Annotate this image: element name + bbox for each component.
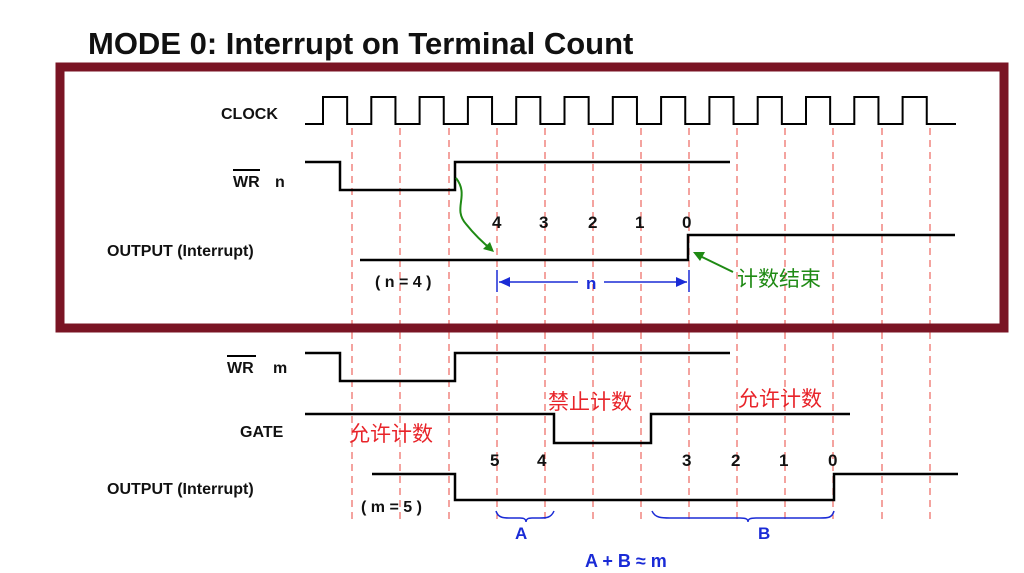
top-count-3: 3 xyxy=(539,213,548,232)
wr-n-label-var: n xyxy=(275,174,285,191)
top-count-1: 1 xyxy=(635,213,644,232)
n-span-arrow-right xyxy=(676,277,687,287)
end-arrow-line xyxy=(699,255,734,273)
gate-forbid-note: 禁止计数 xyxy=(548,390,632,414)
bottom-count-0: 0 xyxy=(828,451,837,470)
m-note: ( m = 5 ) xyxy=(361,499,422,516)
bottom-output-label: OUTPUT (Interrupt) xyxy=(107,481,254,498)
top-output-label: OUTPUT (Interrupt) xyxy=(107,243,254,260)
bottom-count-5: 5 xyxy=(490,451,499,470)
n-note: ( n = 4 ) xyxy=(375,274,431,291)
top-count-4: 4 xyxy=(492,213,502,232)
load-arrow-head xyxy=(483,242,494,252)
gate-allow-note-2: 允许计数 xyxy=(738,387,822,411)
gate-label: GATE xyxy=(240,424,284,441)
gate-waveform xyxy=(305,412,850,445)
n-span-arrow-left xyxy=(499,277,510,287)
brace-b xyxy=(651,510,835,523)
top-panel-frame xyxy=(55,62,1009,333)
top-output-waveform xyxy=(360,233,955,262)
wr-n-label-bar: WR xyxy=(233,174,260,191)
end-arrow-head xyxy=(693,252,705,261)
equation: A + B ≈ m xyxy=(585,551,667,571)
wr-m-waveform xyxy=(305,351,730,383)
top-count-2: 2 xyxy=(588,213,597,232)
brace-b-label: B xyxy=(758,524,770,543)
gate-allow-note-1: 允许计数 xyxy=(349,422,433,446)
wr-m-label-bar: WR xyxy=(227,360,254,377)
bottom-count-3: 3 xyxy=(682,451,691,470)
bottom-count-4: 4 xyxy=(537,451,547,470)
end-of-count-note: 计数结束 xyxy=(737,267,821,291)
clock-waveform xyxy=(305,96,956,125)
wr-n-waveform xyxy=(305,160,730,192)
bottom-count-2: 2 xyxy=(731,451,740,470)
load-arrow xyxy=(455,177,493,251)
n-span-label: n xyxy=(586,274,596,293)
clock-label: CLOCK xyxy=(221,106,278,123)
brace-a xyxy=(495,510,555,523)
bottom-output-waveform xyxy=(372,472,958,502)
top-count-0: 0 xyxy=(682,213,691,232)
wr-m-label-var: m xyxy=(273,360,287,377)
diagram-title: MODE 0: Interrupt on Terminal Count xyxy=(88,26,633,61)
brace-a-label: A xyxy=(515,524,527,543)
bottom-count-1: 1 xyxy=(779,451,788,470)
